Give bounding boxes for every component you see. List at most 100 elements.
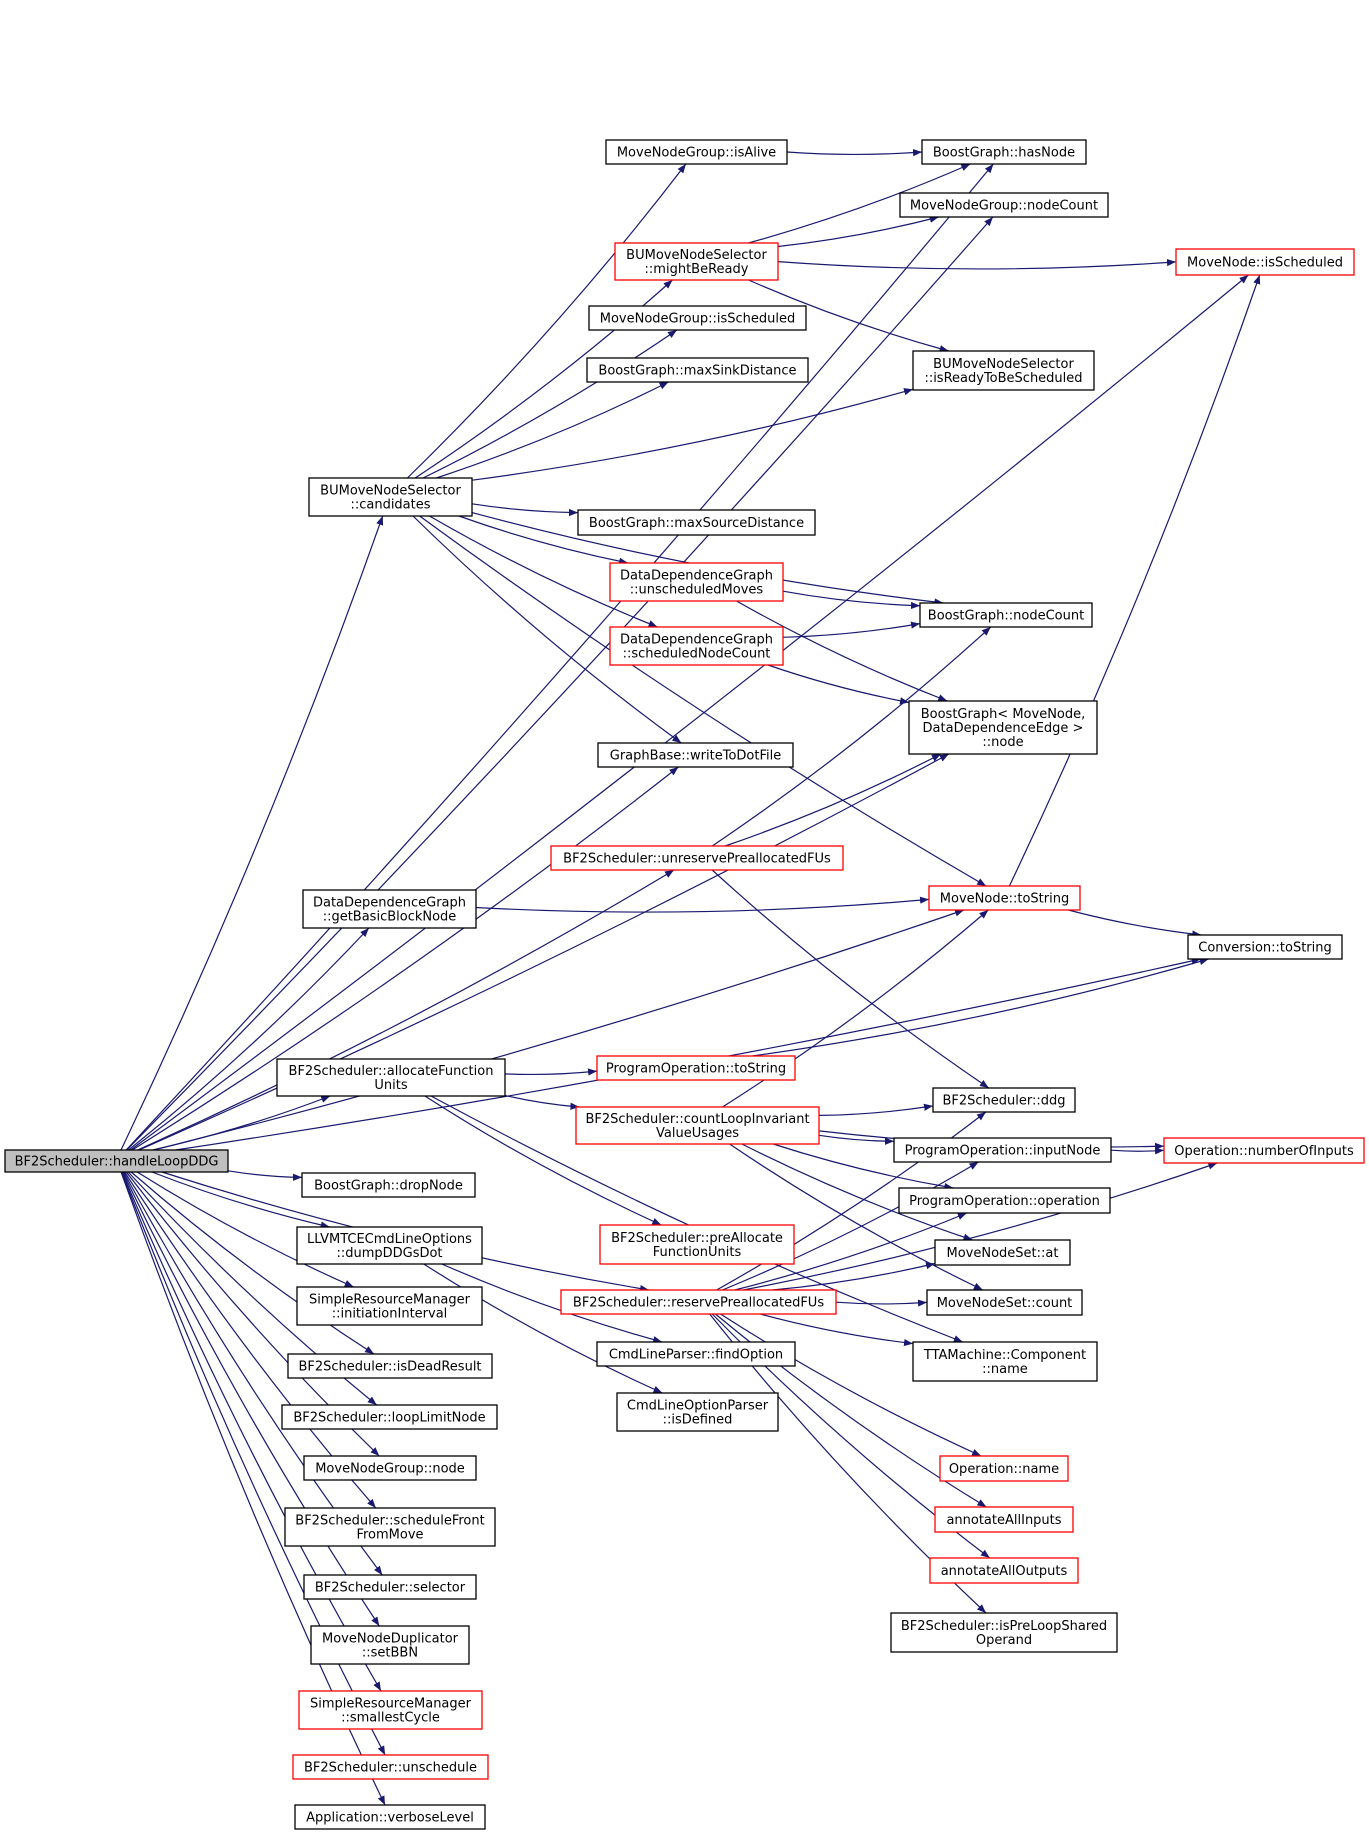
node-mngNode[interactable]: MoveNodeGroup::node — [303, 1455, 477, 1481]
edge-root-to-writeDot — [131, 766, 679, 1151]
node-annIn[interactable]: annotateAllInputs — [934, 1506, 1074, 1533]
edge-root-to-bgNode — [138, 753, 950, 1151]
node-dumpDDGs[interactable]: LLVMTCECmdLineOptions::dumpDDGsDot — [296, 1226, 483, 1265]
node-box — [577, 509, 816, 536]
node-box — [614, 242, 779, 281]
node-box — [912, 1341, 1098, 1382]
node-opName[interactable]: Operation::name — [939, 1455, 1069, 1482]
node-box — [926, 1289, 1083, 1316]
node-maxSource[interactable]: BoostGraph::maxSourceDistance — [577, 509, 816, 536]
edge-allocFU-to-poToString — [504, 1068, 598, 1076]
node-root[interactable]: BF2Scheduler::handleLoopDDG — [4, 1149, 229, 1173]
node-setBBN[interactable]: MoveNodeDuplicator::setBBN — [310, 1625, 470, 1665]
node-isDead[interactable]: BF2Scheduler::isDeadResult — [287, 1353, 493, 1379]
node-convToString[interactable]: Conversion::toString — [1187, 934, 1343, 960]
node-label: MoveNodeGroup::nodeCount — [910, 199, 1098, 214]
node-box — [303, 1574, 477, 1600]
node-poToString[interactable]: ProgramOperation::toString — [596, 1055, 796, 1081]
node-box — [588, 305, 807, 331]
node-label: BF2Scheduler::allocateFunction — [289, 1064, 494, 1079]
edge-countLoop-to-mnsCount — [729, 1143, 984, 1291]
node-countLoop[interactable]: BF2Scheduler::countLoopInvariantValueUsa… — [575, 1106, 820, 1145]
node-poOperation[interactable]: ProgramOperation::operation — [898, 1187, 1111, 1214]
node-loopLimit[interactable]: BF2Scheduler::loopLimitNode — [281, 1404, 498, 1430]
node-label: CmdLineParser::findOption — [609, 1348, 783, 1363]
node-box — [1163, 1137, 1365, 1164]
node-isAlive[interactable]: MoveNodeGroup::isAlive — [605, 139, 788, 165]
node-label: ::isDefined — [663, 1413, 733, 1428]
node-label: MoveNodeDuplicator — [322, 1632, 459, 1647]
node-mnToString[interactable]: MoveNode::toString — [928, 885, 1081, 911]
node-isReady[interactable]: BUMoveNodeSelector::isReadyToBeScheduled — [912, 350, 1095, 391]
edge-candidates-to-mnToString — [419, 515, 987, 887]
node-box — [303, 1455, 477, 1481]
edge-root-to-isDead — [130, 1171, 375, 1355]
node-label: Operation::numberOfInputs — [1174, 1144, 1354, 1159]
node-findOption[interactable]: CmdLineParser::findOption — [596, 1341, 796, 1367]
node-label: SimpleResourceManager — [309, 1293, 471, 1308]
edge-root-to-setBBN — [122, 1171, 380, 1627]
node-label: ::candidates — [350, 498, 430, 513]
node-compName[interactable]: TTAMachine::Component::name — [912, 1341, 1098, 1382]
node-label: BF2Scheduler::ddg — [942, 1094, 1065, 1109]
node-mightBeReady[interactable]: BUMoveNodeSelector::mightBeReady — [614, 242, 779, 281]
node-schedNodeCount[interactable]: DataDependenceGraph::scheduledNodeCount — [609, 626, 784, 666]
node-mnsAt[interactable]: MoveNodeSet::at — [934, 1239, 1071, 1266]
node-initInterval[interactable]: SimpleResourceManager::initiationInterva… — [296, 1286, 483, 1326]
node-mngNodeCount[interactable]: MoveNodeGroup::nodeCount — [899, 192, 1109, 218]
node-label: SimpleResourceManager — [310, 1697, 472, 1712]
edge-dumpDDGs-to-isDefined — [423, 1263, 663, 1394]
node-bgNode[interactable]: BoostGraph< MoveNode,DataDependenceEdge … — [908, 700, 1098, 755]
node-selector[interactable]: BF2Scheduler::selector — [303, 1574, 477, 1600]
node-mnIsScheduled[interactable]: MoveNode::isScheduled — [1175, 248, 1355, 276]
node-writeDot[interactable]: GraphBase::writeToDotFile — [597, 742, 794, 768]
node-box — [586, 357, 809, 383]
edge-reserve-to-ddg — [716, 1111, 987, 1291]
node-bgNodeCount[interactable]: BoostGraph::nodeCount — [919, 602, 1093, 628]
node-label: ::smallestCycle — [341, 1711, 440, 1726]
node-isDefined[interactable]: CmdLineOptionParser::isDefined — [616, 1392, 779, 1432]
node-box — [281, 1404, 498, 1430]
node-verbose[interactable]: Application::verboseLevel — [294, 1804, 486, 1830]
node-label: ::unscheduledMoves — [630, 583, 764, 598]
edge-schedNodeCount-to-bgNode — [767, 664, 910, 705]
node-getBBN[interactable]: DataDependenceGraph::getBasicBlockNode — [302, 889, 477, 929]
node-unreserve[interactable]: BF2Scheduler::unreservePreallocatedFUs — [550, 845, 844, 871]
node-label: MoveNodeGroup::isScheduled — [600, 312, 796, 327]
edge-root-to-unschedule — [120, 1171, 386, 1756]
node-box — [308, 477, 473, 517]
node-dropNode[interactable]: BoostGraph::dropNode — [301, 1172, 476, 1198]
edge-root-to-dropNode — [227, 1170, 303, 1181]
edge-root-to-mnIsScheduled — [130, 274, 1249, 1151]
edge-mightBeReady-to-mnIsScheduled — [777, 258, 1177, 270]
node-unschedMoves[interactable]: DataDependenceGraph::unscheduledMoves — [609, 562, 784, 602]
node-box — [934, 1239, 1071, 1266]
node-numInputs[interactable]: Operation::numberOfInputs — [1163, 1137, 1365, 1164]
node-label: CmdLineOptionParser — [627, 1399, 769, 1414]
node-box — [890, 1612, 1118, 1653]
node-unschedule[interactable]: BF2Scheduler::unschedule — [292, 1754, 489, 1780]
edge-mnToString-to-convToString — [1068, 909, 1202, 938]
node-hasNode[interactable]: BoostGraph::hasNode — [921, 139, 1087, 165]
node-label: BUMoveNodeSelector — [626, 248, 767, 263]
edge-candidates-to-isAlive — [406, 163, 687, 479]
node-box — [599, 1224, 795, 1265]
node-ddg[interactable]: BF2Scheduler::ddg — [932, 1087, 1076, 1113]
node-mngIsScheduled[interactable]: MoveNodeGroup::isScheduled — [588, 305, 807, 331]
node-box — [929, 1557, 1079, 1584]
node-mnsCount[interactable]: MoveNodeSet::count — [926, 1289, 1083, 1316]
edge-allocFU-to-preAlloc — [424, 1095, 662, 1226]
node-candidates[interactable]: BUMoveNodeSelector::candidates — [308, 477, 473, 517]
node-annOut[interactable]: annotateAllOutputs — [929, 1557, 1079, 1584]
edge-candidates-to-maxSource — [471, 503, 579, 517]
node-reserve[interactable]: BF2Scheduler::reservePreallocatedFUs — [560, 1289, 837, 1315]
node-box — [301, 1172, 476, 1198]
node-maxSink[interactable]: BoostGraph::maxSinkDistance — [586, 357, 809, 383]
node-inputNode[interactable]: ProgramOperation::inputNode — [893, 1137, 1112, 1163]
node-box — [899, 192, 1109, 218]
node-smallest[interactable]: SimpleResourceManager::smallestCycle — [298, 1690, 483, 1730]
